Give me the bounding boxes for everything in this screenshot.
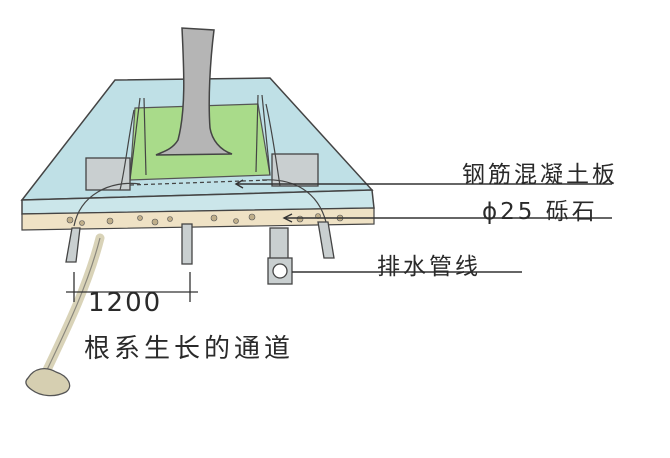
support-legs [65,221,335,265]
rebar-cage [119,94,281,191]
drain-pipe-label: 排水管线 [377,254,481,280]
gravel-stones [66,213,344,226]
dimension-label: 1200 [88,288,163,318]
tree-trunk [155,27,233,156]
slab-label: 钢筋混凝土板 [462,162,618,188]
leader-lines [234,179,612,273]
root-arches [73,179,327,227]
dimension-line [66,272,198,302]
drain-pipe [267,227,293,285]
root-channel-arrow [25,233,105,397]
root-channel-label: 根系生长的通道 [84,334,295,364]
gravel-layer [21,207,375,231]
gravel-label: ϕ25 砾石 [482,199,598,225]
